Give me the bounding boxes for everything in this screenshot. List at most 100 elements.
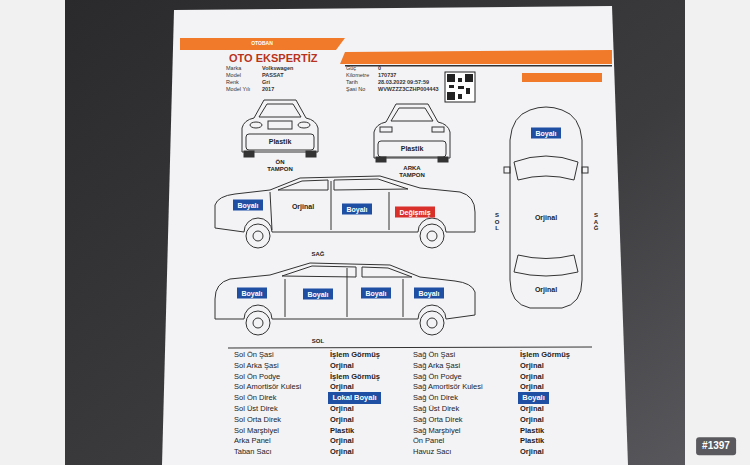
mirror: [582, 167, 588, 173]
paper-sheet: [162, 6, 628, 465]
field-value: 28.03.2022 09:57:59: [378, 79, 429, 85]
qr-block: [458, 86, 464, 89]
side-window: [278, 180, 328, 190]
field-value: Volkswagen: [262, 65, 293, 71]
part-status: Orjinal: [535, 214, 557, 222]
header-band: [340, 50, 612, 64]
part-name: Sağ Ön Podye: [413, 372, 462, 381]
part-name: Sol Amortisör Kulesi: [234, 383, 301, 392]
wheel: [420, 311, 444, 335]
view-caption: ÖN TAMPON: [264, 159, 296, 173]
part-name: Sol Orta Direk: [234, 415, 281, 424]
car-body: [215, 263, 475, 319]
part-name: Havuz Sacı: [413, 448, 451, 457]
status-value: Orjinal: [520, 448, 544, 457]
wheel: [246, 311, 270, 335]
table-rule: [228, 347, 592, 348]
wheel: [246, 224, 270, 248]
header-rule: [345, 65, 612, 67]
rear-window: [391, 108, 433, 121]
part-name: Sağ Üst Direk: [413, 405, 459, 414]
field-value: PASSAT: [262, 72, 284, 78]
field-value: 170737: [378, 72, 396, 78]
tag-text: Boyalı: [346, 205, 367, 213]
part-name: Taban Sacı: [234, 448, 272, 457]
damage-tag: Değişmiş: [395, 207, 435, 218]
field-label: Model: [226, 72, 241, 78]
tag-text: Değişmiş: [399, 208, 430, 216]
car-right-side: [215, 176, 475, 248]
hub: [427, 231, 437, 241]
wheel: [244, 151, 254, 157]
status-value: İşlem Görmüş: [330, 351, 380, 360]
damage-tag: Lokal Boyalı: [328, 392, 381, 404]
qr-block: [465, 74, 473, 82]
windshield: [259, 104, 301, 117]
part-name: Sağ Marşbiyel: [413, 426, 461, 435]
tag-text: Boyalı: [241, 289, 262, 297]
part-name: Sol Ön Şasi: [234, 351, 274, 360]
qr-frame: [445, 72, 475, 102]
watermark: #1397: [696, 437, 736, 455]
view-caption: SOL: [312, 338, 324, 345]
status-value: Orjinal: [520, 383, 544, 392]
field-label: Güç: [346, 65, 356, 71]
tag-text: Boyalı: [535, 129, 556, 137]
tag-text: Boyalı: [522, 394, 545, 402]
part-name: Arka Panel: [234, 437, 271, 446]
photo-background: [65, 0, 685, 465]
field-value: 2017: [262, 86, 274, 92]
car-body: [215, 176, 475, 232]
status-value: Plastik: [520, 426, 544, 435]
side-window: [334, 179, 408, 190]
damage-tag: Boyalı: [531, 128, 561, 139]
taillight: [380, 127, 392, 132]
damage-tag: Boyalı: [303, 289, 333, 300]
qr-block: [466, 88, 470, 94]
field-label: Kilometre: [346, 72, 369, 78]
wheel: [438, 157, 448, 162]
status-value: Orjinal: [330, 405, 354, 414]
field-label: Model Yılı: [226, 86, 250, 92]
status-value: Plastik: [330, 426, 354, 435]
field-value: 0: [378, 65, 381, 71]
bumper: [246, 134, 314, 150]
grille: [268, 121, 292, 129]
tag-text: Lokal Boyalı: [332, 394, 376, 402]
wheel: [306, 151, 316, 157]
qr-code: [445, 72, 475, 102]
panel-seam: [270, 192, 272, 230]
status-value: Orjinal: [330, 437, 354, 446]
part-status: Orjinal: [292, 203, 314, 211]
status-value: Orjinal: [330, 383, 354, 392]
part-name: Sol Arka Şasi: [234, 361, 279, 370]
mirror: [504, 167, 510, 173]
side-caption: SOL: [494, 212, 500, 232]
field-label: Renk: [226, 79, 239, 85]
view-caption: SAĞ: [311, 251, 324, 258]
side-caption: SAĞ: [593, 212, 599, 232]
part-name: Sağ Arka Şasi: [413, 361, 460, 370]
side-window: [362, 267, 412, 277]
damage-tag: Boyalı: [342, 204, 372, 215]
field-label: Marka: [226, 65, 241, 71]
part-name: Sağ Ön Şasi: [413, 351, 455, 360]
windshield: [514, 156, 578, 180]
headlight: [298, 122, 310, 128]
part-status: Plastik: [269, 138, 292, 146]
car-left-side: [215, 263, 475, 335]
header-band: [180, 38, 345, 50]
wheel: [376, 157, 386, 162]
panel-seam: [285, 279, 286, 317]
panel-seam: [389, 192, 390, 230]
status-value: Orjinal: [520, 405, 544, 414]
taillight: [432, 127, 444, 132]
status-value: Orjinal: [520, 415, 544, 424]
car-body: [510, 107, 582, 308]
hub: [253, 318, 263, 328]
car-body: [242, 100, 318, 152]
part-name: Sağ Amortisör Kulesi: [413, 383, 483, 392]
brand-title: OTO EKSPERTİZ: [229, 52, 317, 65]
part-name: Ön Panel: [413, 437, 444, 446]
